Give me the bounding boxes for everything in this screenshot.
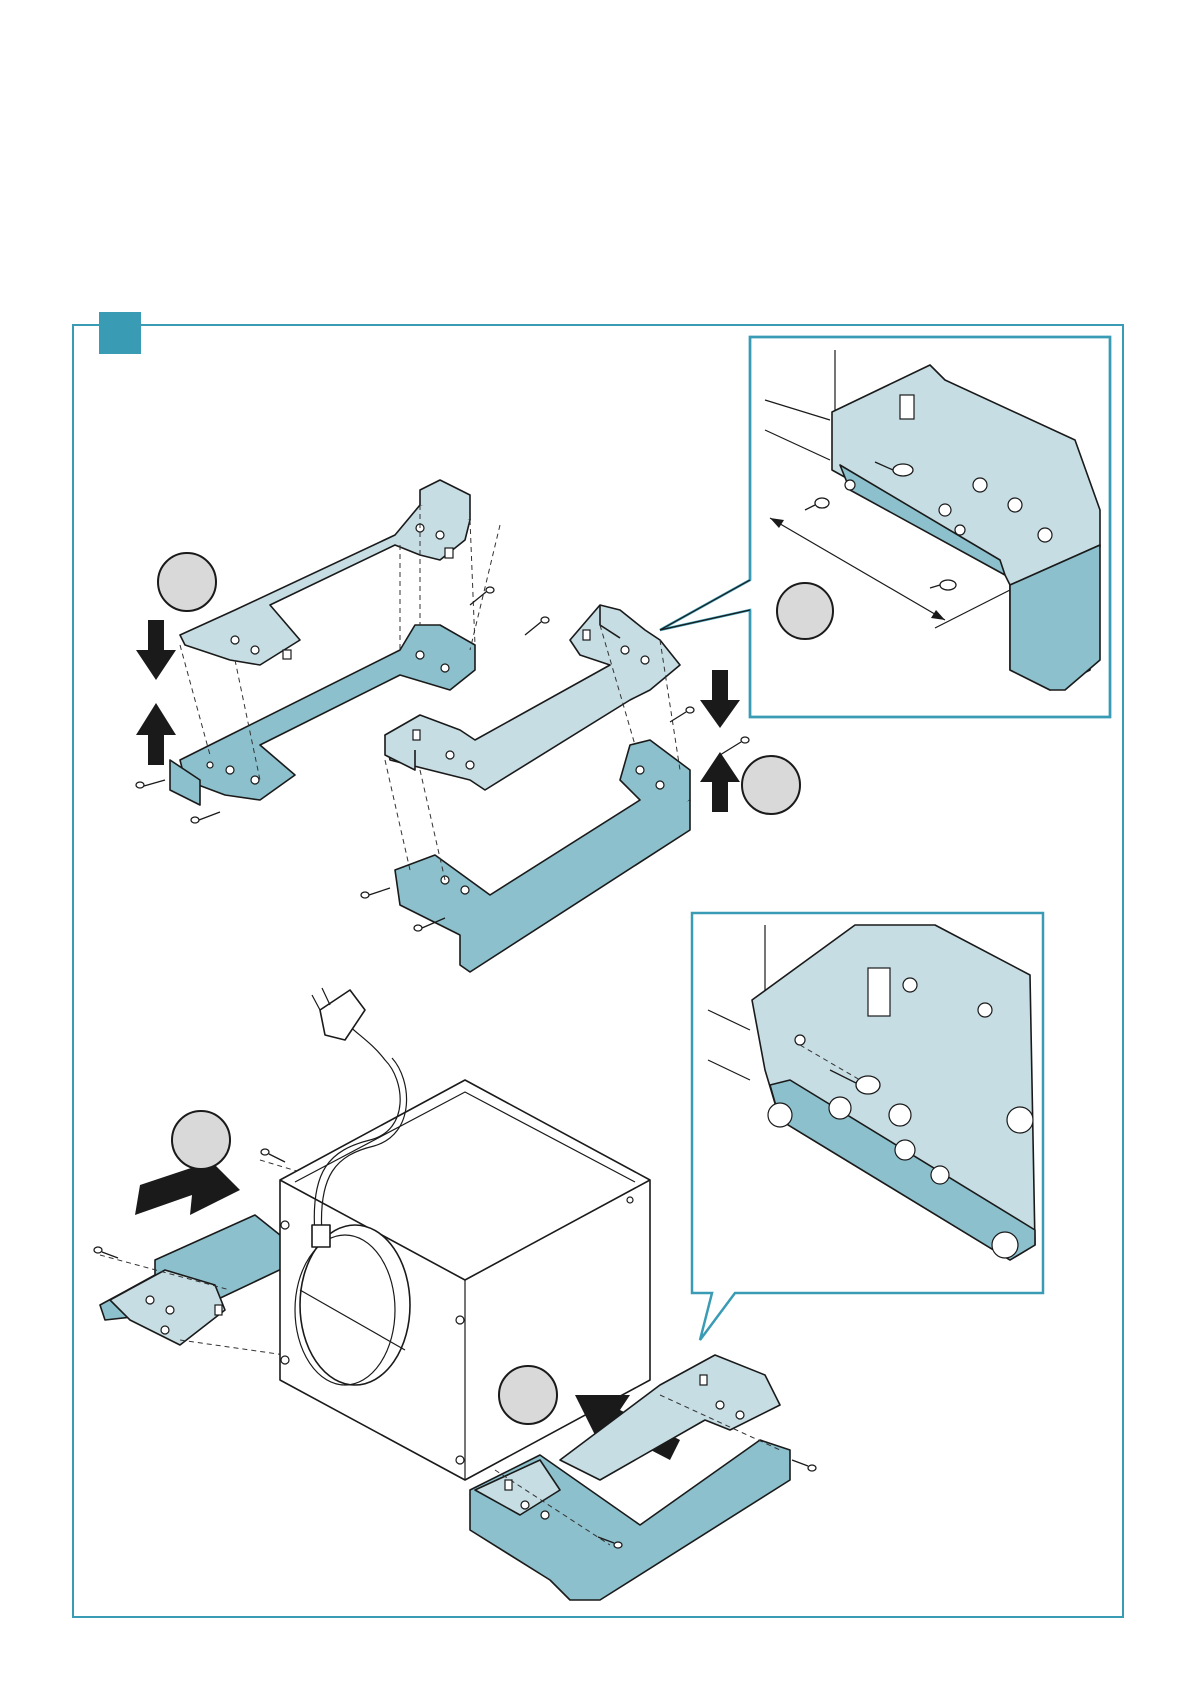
detail-zoom-top <box>660 337 1110 717</box>
arrow-up-icon <box>700 752 740 812</box>
arrow-down-icon <box>700 670 740 728</box>
step-badge-2 <box>742 756 800 814</box>
step-badge-1 <box>158 553 216 611</box>
step-square-icon <box>99 312 141 354</box>
arrow-up-icon <box>136 703 176 765</box>
step-badge-4 <box>172 1111 230 1169</box>
detail-zoom-bottom <box>692 913 1043 1340</box>
step-badge-5 <box>499 1366 557 1424</box>
step-badge-3 <box>777 583 833 639</box>
arrow-down-icon <box>136 620 176 680</box>
